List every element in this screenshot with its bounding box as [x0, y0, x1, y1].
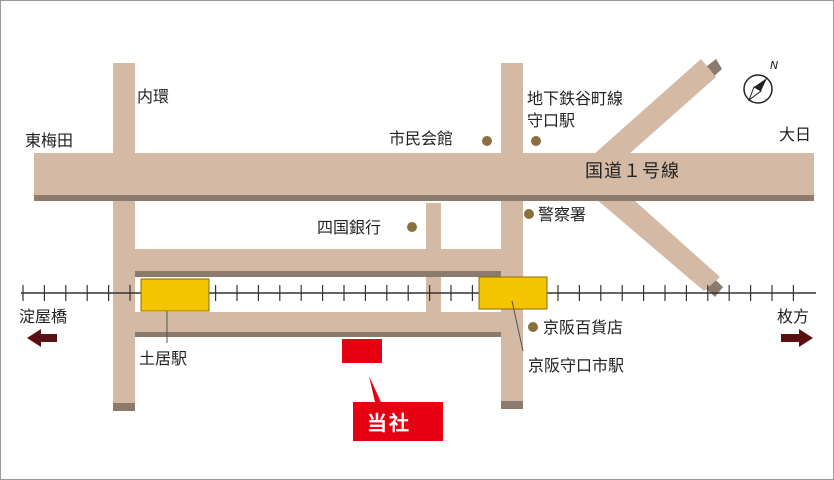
- upper-rail-road: [135, 249, 501, 271]
- doi-station-label: 土居駅: [139, 349, 188, 368]
- company-callout-box: [353, 376, 443, 441]
- moriguchi-subway-dot: [531, 136, 541, 146]
- compass-letter: N: [770, 59, 778, 72]
- right-vertical-road: [501, 63, 523, 401]
- yodoyabashi-label: 淀屋橋: [19, 307, 68, 326]
- diagonal-road-lower: [589, 176, 720, 291]
- naikan-label: 内環: [137, 87, 170, 106]
- doi-station-marker: [140, 278, 210, 312]
- arrow-right-icon: [781, 329, 813, 347]
- route1-road: [34, 153, 814, 195]
- upper-rail-road-shadow: [135, 271, 501, 277]
- route1-road-shadow: [34, 193, 814, 201]
- keihan-dept-label: 京阪百貨店: [543, 318, 624, 337]
- company-label: 当社: [367, 411, 411, 435]
- shimin-kaikan-label: 市民会館: [389, 129, 454, 148]
- route1-label: 国道１号線: [585, 161, 680, 182]
- keihan-railway: [21, 285, 816, 301]
- shikoku-bank-label: 四国銀行: [317, 218, 382, 237]
- subway-line-label: 地下鉄谷町線: [527, 89, 624, 108]
- arrow-left-icon: [27, 329, 57, 347]
- shikoku-bank-dot: [407, 222, 417, 232]
- company-location-marker: [342, 339, 382, 363]
- diagonal-road-upper: [584, 59, 716, 178]
- police-label: 警察署: [538, 205, 587, 224]
- compass-north-icon: N: [743, 59, 778, 104]
- naikan-road: [113, 63, 135, 403]
- police-dot: [524, 209, 534, 219]
- lower-rail-road: [135, 312, 501, 332]
- right-vertical-road-shadow: [501, 399, 523, 409]
- higashi-umeda-label: 東梅田: [25, 131, 74, 150]
- lower-rail-road-shadow: [135, 331, 501, 337]
- dainichi-label: 大日: [779, 125, 812, 144]
- keihan-moriguchi-label: 京阪守口市駅: [528, 356, 625, 375]
- subway-station-label: 守口駅: [527, 111, 576, 130]
- roads: [34, 59, 814, 411]
- shimin-kaikan-dot: [482, 136, 492, 146]
- naikan-road-shadow: [113, 401, 135, 411]
- hirakata-label: 枚方: [777, 307, 810, 326]
- keihan-dept-dot: [528, 322, 538, 332]
- keihan-moriguchi-leader-line: [511, 300, 524, 352]
